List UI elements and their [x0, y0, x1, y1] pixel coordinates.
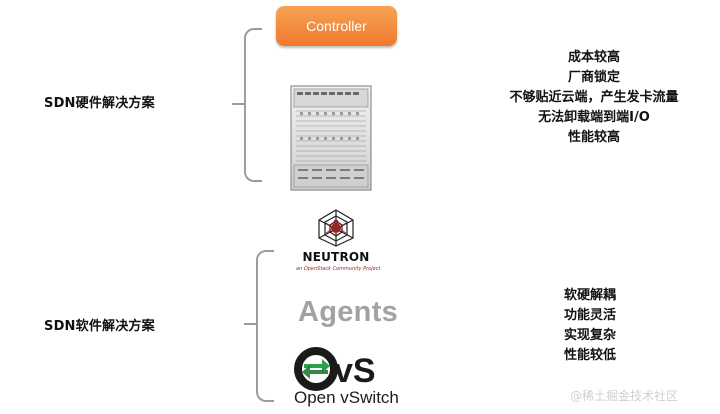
software-feature-item: 性能较低	[563, 348, 616, 363]
ovs-caption: Open vSwitch	[294, 388, 399, 407]
software-bracket	[256, 250, 274, 402]
spider-web-icon	[318, 209, 354, 247]
hardware-feature-item: 无法卸载端到端I/O	[538, 110, 650, 125]
controller-box: Controller	[276, 6, 397, 46]
software-feature-item: 实现复杂	[563, 328, 616, 343]
software-feature-item: 功能灵活	[563, 308, 616, 323]
svg-text:vS: vS	[334, 352, 376, 390]
software-solution-title: SDN软件解决方案	[44, 319, 155, 334]
hardware-feature-item: 性能较高	[567, 130, 620, 145]
hardware-switch-image	[290, 85, 372, 191]
hardware-bracket-tick	[232, 103, 244, 105]
neutron-title: NEUTRON	[302, 250, 370, 264]
hardware-solution-title: SDN硬件解决方案	[44, 96, 155, 111]
hardware-feature-item: 成本较高	[567, 50, 620, 65]
neutron-logo: NEUTRON an OpenStack Community Project	[296, 206, 381, 278]
controller-label: Controller	[306, 18, 367, 34]
neutron-subtitle: an OpenStack Community Project	[296, 266, 381, 272]
ovs-arrows-icon	[302, 359, 330, 379]
hardware-feature-item: 不够贴近云端，产生发卡流量	[509, 90, 679, 105]
watermark-text: @稀土掘金技术社区	[570, 389, 679, 403]
hardware-feature-list: 成本较高 厂商锁定 不够贴近云端，产生发卡流量 无法卸载端到端I/O 性能较高	[496, 48, 692, 148]
hardware-feature-item: 厂商锁定	[567, 70, 620, 85]
software-bracket-tick	[244, 323, 256, 325]
hardware-bracket	[244, 28, 262, 182]
software-feature-list: 软硬解耦 功能灵活 实现复杂 性能较低	[550, 286, 630, 366]
software-feature-item: 软硬解耦	[563, 288, 616, 303]
ovs-logo: vS	[294, 347, 376, 391]
agents-label: Agents	[298, 296, 399, 328]
